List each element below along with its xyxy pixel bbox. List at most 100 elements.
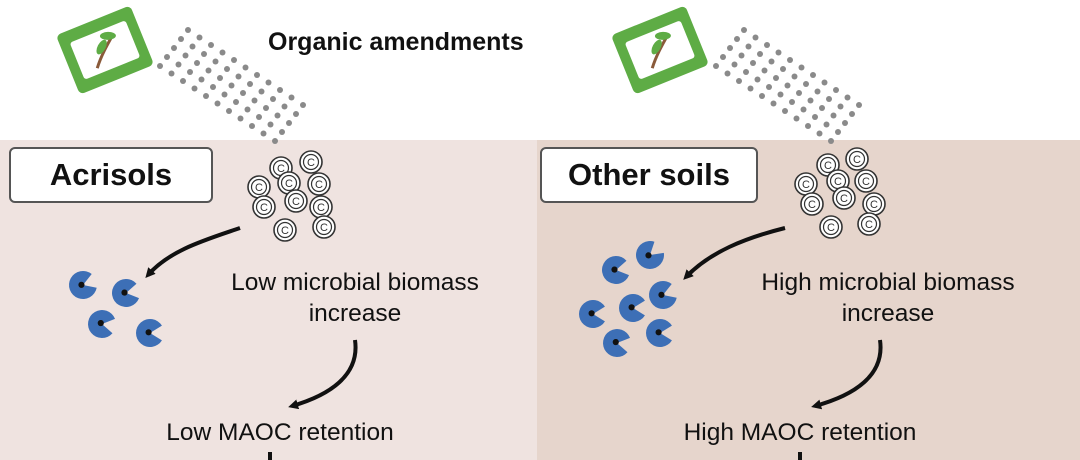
carbon-molecule-icon: C xyxy=(862,192,886,216)
svg-text:C: C xyxy=(320,222,328,234)
particle-dot xyxy=(844,94,851,101)
particle-dot xyxy=(244,106,251,113)
particle-dot xyxy=(828,138,834,144)
particle-dot xyxy=(182,52,189,59)
carbon-molecule-icon: C xyxy=(273,218,297,242)
particle-dot xyxy=(171,45,177,51)
svg-text:C: C xyxy=(870,199,878,211)
particle-dot xyxy=(830,112,837,119)
carbon-molecule-icon: C xyxy=(845,147,869,171)
acrisols-microbial-text-line2: increase xyxy=(308,300,402,327)
particle-dot xyxy=(743,69,749,75)
microbe-icon xyxy=(136,319,162,347)
microbe-icon xyxy=(602,256,630,284)
svg-text:C: C xyxy=(260,202,268,214)
particle-dot xyxy=(796,90,802,96)
particle-dot xyxy=(754,76,761,83)
particle-dot xyxy=(738,52,745,59)
carbon-molecule-icon: C xyxy=(299,150,323,174)
svg-text:C: C xyxy=(840,193,848,205)
svg-text:C: C xyxy=(307,157,315,169)
acrisols-maoc-text: Low MAOC retention xyxy=(166,419,394,446)
particle-dot xyxy=(812,114,818,120)
carbon-molecule-icon: C xyxy=(247,175,271,199)
particle-dot xyxy=(810,72,816,78)
diagram-title: Organic amendments xyxy=(268,28,524,56)
particle-dot xyxy=(258,88,265,95)
particle-dot xyxy=(745,43,752,50)
particle-dot xyxy=(757,51,763,57)
particle-dot xyxy=(300,102,306,108)
particle-dot xyxy=(807,97,814,104)
svg-text:C: C xyxy=(292,196,300,208)
particle-dot xyxy=(286,120,292,126)
particle-dot xyxy=(713,63,719,69)
particle-dot xyxy=(254,72,260,78)
particle-dot xyxy=(750,60,756,66)
particle-dot xyxy=(766,84,772,90)
particle-dot xyxy=(814,88,821,95)
svg-text:C: C xyxy=(285,178,293,190)
particle-dot xyxy=(235,73,242,80)
svg-text:C: C xyxy=(281,225,289,237)
particle-dot xyxy=(819,105,825,111)
carbon-molecule-icon: C xyxy=(857,212,881,236)
particle-dot xyxy=(226,108,232,114)
particle-dot xyxy=(775,49,782,56)
particle-dot xyxy=(761,67,768,74)
microbe-icon xyxy=(649,281,677,309)
particle-dot xyxy=(281,103,288,110)
particle-dot xyxy=(803,81,809,87)
particle-dot xyxy=(164,54,170,60)
particle-dot xyxy=(210,84,216,90)
particle-dot xyxy=(231,57,237,63)
particle-dot xyxy=(263,105,269,111)
particle-dot xyxy=(791,73,798,80)
particle-dot xyxy=(741,27,747,33)
particle-dot xyxy=(185,27,191,33)
particle-dot xyxy=(237,115,244,122)
particle-dot xyxy=(221,91,228,98)
particle-dot xyxy=(274,112,281,119)
particle-dot xyxy=(736,78,742,84)
particle-dot xyxy=(826,96,832,102)
particle-dot xyxy=(260,130,267,137)
particle-dot xyxy=(242,64,249,71)
particle-dot xyxy=(251,97,258,104)
carbon-molecule-icon: C xyxy=(284,189,308,213)
microbe-icon xyxy=(88,310,116,338)
carbon-molecule-icon: C xyxy=(312,215,336,239)
carbon-molecule-icon: C xyxy=(252,195,276,219)
particle-dot xyxy=(773,75,779,81)
particle-dot xyxy=(288,94,295,101)
particle-dot xyxy=(720,54,726,60)
particle-dot xyxy=(727,45,733,51)
microbe-icon xyxy=(69,271,97,299)
other-soils-microbial-text: High microbial biomass xyxy=(761,269,1015,296)
other-soils-microbial-text-line2: increase xyxy=(841,300,935,327)
carbon-molecule-icon: C xyxy=(309,195,333,219)
particle-dot xyxy=(233,99,239,105)
microbe-group-left xyxy=(69,271,162,347)
svg-text:C: C xyxy=(317,202,325,214)
particle-dot xyxy=(205,67,212,74)
particle-dot xyxy=(787,57,793,63)
amendment-particles-left xyxy=(157,27,306,144)
particle-dot xyxy=(842,120,848,126)
particle-dot xyxy=(849,111,855,117)
particle-dot xyxy=(793,115,800,122)
particle-dot xyxy=(198,76,205,83)
particle-dot xyxy=(752,34,759,41)
particle-dot xyxy=(175,61,182,68)
particle-dot xyxy=(256,114,262,120)
particle-dot xyxy=(731,61,738,68)
microbe-icon xyxy=(619,294,645,322)
particle-dot xyxy=(272,138,278,144)
particle-dot xyxy=(228,82,235,89)
carbon-molecule-icon: C xyxy=(307,172,331,196)
particle-dot xyxy=(191,85,198,92)
particle-dot xyxy=(759,93,765,99)
particle-dot xyxy=(267,121,274,128)
